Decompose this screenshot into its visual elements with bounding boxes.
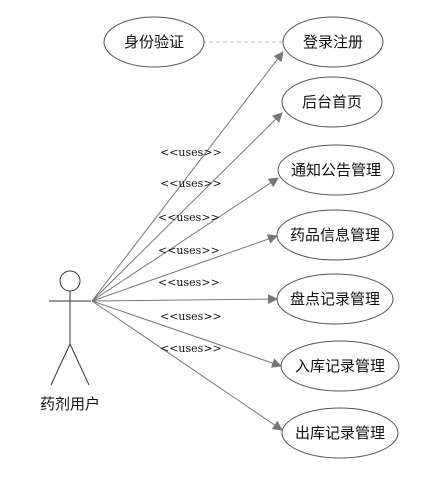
association-line-notice (91, 177, 279, 302)
use-case-auth[interactable]: 身份验证 (103, 16, 205, 68)
use-case-label: 出库记录管理 (295, 424, 385, 442)
use-case-stockout[interactable]: 出库记录管理 (281, 407, 399, 459)
association-line-home (91, 112, 283, 302)
use-case-drug[interactable]: 药品信息管理 (276, 209, 394, 261)
uses-label: <<uses>> (158, 276, 220, 289)
use-case-label: 身份验证 (124, 33, 184, 51)
uses-label: <<uses>> (160, 310, 222, 323)
stereotype-labels: <<uses>> <<uses>> <<uses>> <<uses>> <<us… (158, 146, 222, 355)
association-line-inventory (91, 294, 278, 305)
association-line-stockout (91, 300, 283, 431)
use-case-label: 药品信息管理 (290, 226, 380, 244)
use-case-login[interactable]: 登录注册 (282, 16, 384, 68)
use-case-label: 登录注册 (303, 33, 363, 51)
actor-right-leg (69, 343, 90, 386)
actor-figure[interactable] (49, 270, 91, 386)
association-line-stockin (91, 300, 282, 368)
use-case-inventory[interactable]: 盘点记录管理 (276, 273, 394, 325)
use-case-stockin[interactable]: 入库记录管理 (280, 340, 400, 392)
use-case-label: 通知公告管理 (291, 161, 381, 179)
use-case-label: 入库记录管理 (295, 357, 385, 375)
actor-head (59, 270, 81, 292)
uses-label: <<uses>> (158, 244, 220, 257)
association-line-drug (91, 234, 278, 302)
uses-label: <<uses>> (160, 146, 222, 159)
use-case-label: 盘点记录管理 (290, 290, 380, 308)
uses-label: <<uses>> (158, 211, 220, 224)
uses-label: <<uses>> (160, 342, 222, 355)
actor-left-leg (50, 343, 71, 386)
uses-label: <<uses>> (160, 177, 222, 190)
association-lines (91, 51, 284, 431)
actor-name: 药剂用户 (40, 395, 100, 413)
use-case-notice[interactable]: 通知公告管理 (277, 144, 395, 196)
use-case-label: 后台首页 (302, 93, 362, 111)
association-line-login (91, 51, 284, 302)
use-case-home[interactable]: 后台首页 (281, 76, 383, 128)
